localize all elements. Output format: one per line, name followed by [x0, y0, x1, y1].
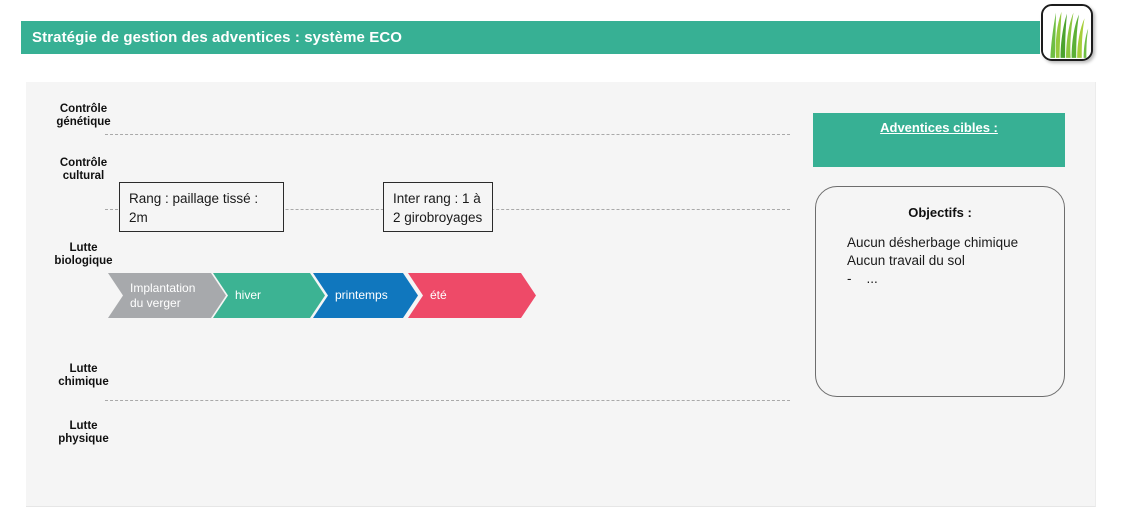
objectives-list: Aucun désherbage chimique Aucun travail … — [847, 234, 1064, 288]
row-label-line2: chimique — [58, 376, 109, 388]
season-timeline: Implantation du verger hiver printemps é… — [108, 273, 538, 318]
row-label-lutte-biologique: Lutte biologique — [36, 242, 131, 268]
row-label-line2: cultural — [62, 170, 105, 182]
timeline-step-hiver[interactable]: hiver — [213, 273, 325, 318]
row-separator-chimique — [105, 400, 790, 401]
grass-logo — [1041, 4, 1093, 61]
page-title: Stratégie de gestion des adventices : sy… — [32, 29, 403, 46]
objectives-title: Objectifs : — [908, 205, 972, 220]
timeline-step-implantation[interactable]: Implantation du verger — [108, 273, 226, 318]
row-label-line1: Lutte — [69, 363, 98, 375]
row-label-controle-genetique: Contrôle génétique — [36, 103, 131, 129]
objectives-line: Aucun désherbage chimique — [847, 235, 1019, 250]
target-weeds-banner: Adventices cibles : — [813, 113, 1065, 167]
strategy-panel: Contrôle génétique Contrôle cultural Lut… — [26, 82, 1096, 507]
timeline-step-hiver-label: hiver — [235, 288, 262, 302]
practice-box-inter-rang-line2: 2 girobroyages — [393, 210, 483, 225]
row-label-lutte-physique: Lutte physique — [36, 420, 131, 446]
objectives-line: - ... — [847, 271, 878, 286]
timeline-step-ete-label: été — [430, 288, 447, 302]
practice-box-rang-line2: 2m — [129, 210, 148, 225]
timeline-step-implantation-label: Implantation du verger — [108, 281, 195, 311]
row-label-line1: Lutte — [69, 242, 98, 254]
row-label-lutte-chimique: Lutte chimique — [36, 363, 131, 389]
row-label-line1: Lutte — [69, 420, 98, 432]
title-bar: Stratégie de gestion des adventices : sy… — [21, 21, 1040, 54]
practice-box-inter-rang-line1: Inter rang : 1 à — [393, 191, 481, 206]
timeline-step-printemps-label: printemps — [335, 288, 388, 302]
target-weeds-title: Adventices cibles : — [880, 120, 998, 135]
row-label-line2: biologique — [54, 255, 113, 267]
timeline-step-line2: du verger — [130, 295, 181, 310]
objectives-line: Aucun travail du sol — [847, 253, 965, 268]
practice-box-rang-line1: Rang : paillage tissé : — [129, 191, 259, 206]
row-separator-genetique — [105, 134, 790, 135]
practice-box-rang[interactable]: Rang : paillage tissé : 2m — [119, 182, 284, 232]
row-label-line1: Contrôle — [59, 103, 108, 115]
row-label-line1: Contrôle — [59, 157, 108, 169]
timeline-step-ete[interactable]: été — [408, 273, 536, 318]
row-label-line2: génétique — [56, 116, 111, 128]
objectives-box[interactable]: Objectifs : Aucun désherbage chimique Au… — [815, 186, 1065, 397]
timeline-step-line1: Implantation — [130, 280, 196, 295]
practice-box-inter-rang[interactable]: Inter rang : 1 à 2 girobroyages — [383, 182, 493, 232]
row-label-controle-cultural: Contrôle cultural — [36, 157, 131, 183]
row-label-line2: physique — [58, 433, 109, 445]
timeline-step-printemps[interactable]: printemps — [313, 273, 418, 318]
